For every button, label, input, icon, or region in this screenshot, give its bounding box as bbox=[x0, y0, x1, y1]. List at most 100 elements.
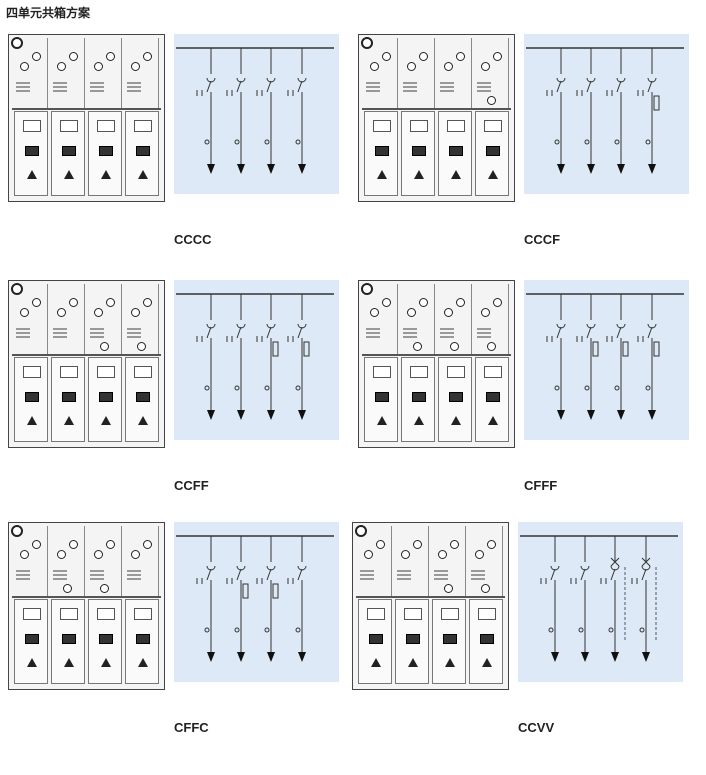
unit-control-panel bbox=[430, 526, 466, 596]
nameplate bbox=[99, 146, 113, 156]
scheme-block: CCCC bbox=[8, 34, 348, 274]
warning-triangle-icon bbox=[377, 416, 387, 425]
feeder-C bbox=[226, 48, 246, 174]
operating-knob-icon bbox=[32, 540, 41, 549]
warning-triangle-icon bbox=[488, 416, 498, 425]
inspection-window bbox=[447, 366, 465, 378]
logo-icon bbox=[11, 283, 23, 295]
switch-blade bbox=[647, 80, 653, 93]
nameplate bbox=[449, 146, 463, 156]
cable-compartment-door bbox=[475, 111, 509, 196]
unit-control-panel bbox=[123, 38, 159, 108]
fuse-indicator-icon bbox=[450, 342, 459, 351]
ct-icon bbox=[234, 139, 240, 145]
ct-icon bbox=[584, 139, 590, 145]
operating-knob-icon bbox=[419, 298, 428, 307]
switch-blade bbox=[206, 326, 212, 339]
switch-knob-icon bbox=[481, 308, 490, 317]
operating-knob-icon bbox=[106, 52, 115, 61]
nameplate bbox=[406, 634, 420, 644]
logo-icon bbox=[11, 37, 23, 49]
ct-icon bbox=[548, 627, 554, 633]
operating-knob-icon bbox=[69, 298, 78, 307]
warning-triangle-icon bbox=[27, 416, 37, 425]
cable-compartment-door bbox=[125, 111, 159, 196]
outgoing-arrow-icon bbox=[617, 164, 625, 174]
unit-control-panel bbox=[12, 38, 48, 108]
feeder-F bbox=[606, 294, 629, 420]
outgoing-arrow-icon bbox=[611, 652, 619, 662]
operating-knob-icon bbox=[143, 540, 152, 549]
inspection-window bbox=[410, 120, 428, 132]
scheme-block: CCVV bbox=[352, 522, 692, 762]
operating-knob-icon bbox=[143, 52, 152, 61]
switch-blade bbox=[297, 568, 303, 581]
feeder-F bbox=[637, 48, 660, 174]
ct-icon bbox=[645, 385, 651, 391]
outgoing-arrow-icon bbox=[587, 410, 595, 420]
fuse-indicator-icon bbox=[413, 342, 422, 351]
single-line-diagram-svg bbox=[526, 47, 684, 174]
ct-icon bbox=[578, 627, 584, 633]
switch-blade bbox=[236, 568, 242, 581]
nameplate bbox=[25, 392, 39, 402]
feeder-C bbox=[570, 536, 590, 662]
single-line-diagram bbox=[524, 34, 689, 194]
unit-control-panel bbox=[86, 38, 122, 108]
outgoing-arrow-icon bbox=[557, 410, 565, 420]
scheme-block: CFFF bbox=[358, 280, 698, 520]
switch-knob-icon bbox=[20, 550, 29, 559]
cable-compartment-door bbox=[14, 599, 48, 684]
switch-knob-icon bbox=[401, 550, 410, 559]
ct-icon bbox=[614, 385, 620, 391]
single-line-diagram bbox=[524, 280, 689, 440]
operating-knob-icon bbox=[456, 298, 465, 307]
switch-blade bbox=[266, 326, 272, 339]
inspection-window bbox=[23, 366, 41, 378]
feeder-V bbox=[631, 536, 657, 662]
operating-knob-icon bbox=[419, 52, 428, 61]
logo-icon bbox=[361, 283, 373, 295]
operating-knob-icon bbox=[493, 52, 502, 61]
nameplate bbox=[486, 392, 500, 402]
nameplate bbox=[136, 634, 150, 644]
inspection-window bbox=[97, 366, 115, 378]
cabinet-upper-panel bbox=[12, 526, 161, 598]
scheme-block: CFFC bbox=[8, 522, 348, 762]
inspection-window bbox=[60, 608, 78, 620]
warning-triangle-icon bbox=[101, 416, 111, 425]
cabinet-upper-panel bbox=[12, 284, 161, 356]
ct-icon bbox=[234, 385, 240, 391]
nameplate bbox=[136, 392, 150, 402]
nameplate bbox=[99, 392, 113, 402]
warning-triangle-icon bbox=[451, 170, 461, 179]
outgoing-arrow-icon bbox=[267, 652, 275, 662]
outgoing-arrow-icon bbox=[267, 410, 275, 420]
outgoing-arrow-icon bbox=[557, 164, 565, 174]
switch-knob-icon bbox=[57, 550, 66, 559]
outgoing-arrow-icon bbox=[648, 410, 656, 420]
single-line-diagram-svg bbox=[176, 47, 334, 174]
outgoing-arrow-icon bbox=[648, 164, 656, 174]
warning-triangle-icon bbox=[408, 658, 418, 667]
feeder-C bbox=[540, 536, 560, 662]
cable-compartment-door bbox=[88, 599, 122, 684]
inspection-window bbox=[23, 120, 41, 132]
switch-knob-icon bbox=[438, 550, 447, 559]
cabinet-upper-panel bbox=[362, 38, 511, 110]
nameplate bbox=[412, 146, 426, 156]
ct-icon bbox=[204, 627, 210, 633]
switch-knob-icon bbox=[94, 62, 103, 71]
feeder-C bbox=[196, 294, 216, 420]
switch-blade bbox=[297, 326, 303, 339]
nameplate bbox=[412, 392, 426, 402]
operating-knob-icon bbox=[106, 298, 115, 307]
switch-blade bbox=[266, 568, 272, 581]
switch-blade bbox=[616, 326, 622, 339]
outgoing-arrow-icon bbox=[237, 410, 245, 420]
switch-knob-icon bbox=[370, 62, 379, 71]
switch-blade bbox=[550, 568, 556, 581]
cabinet-upper-panel bbox=[12, 38, 161, 110]
outgoing-arrow-icon bbox=[617, 410, 625, 420]
breaker-icon bbox=[641, 557, 651, 567]
